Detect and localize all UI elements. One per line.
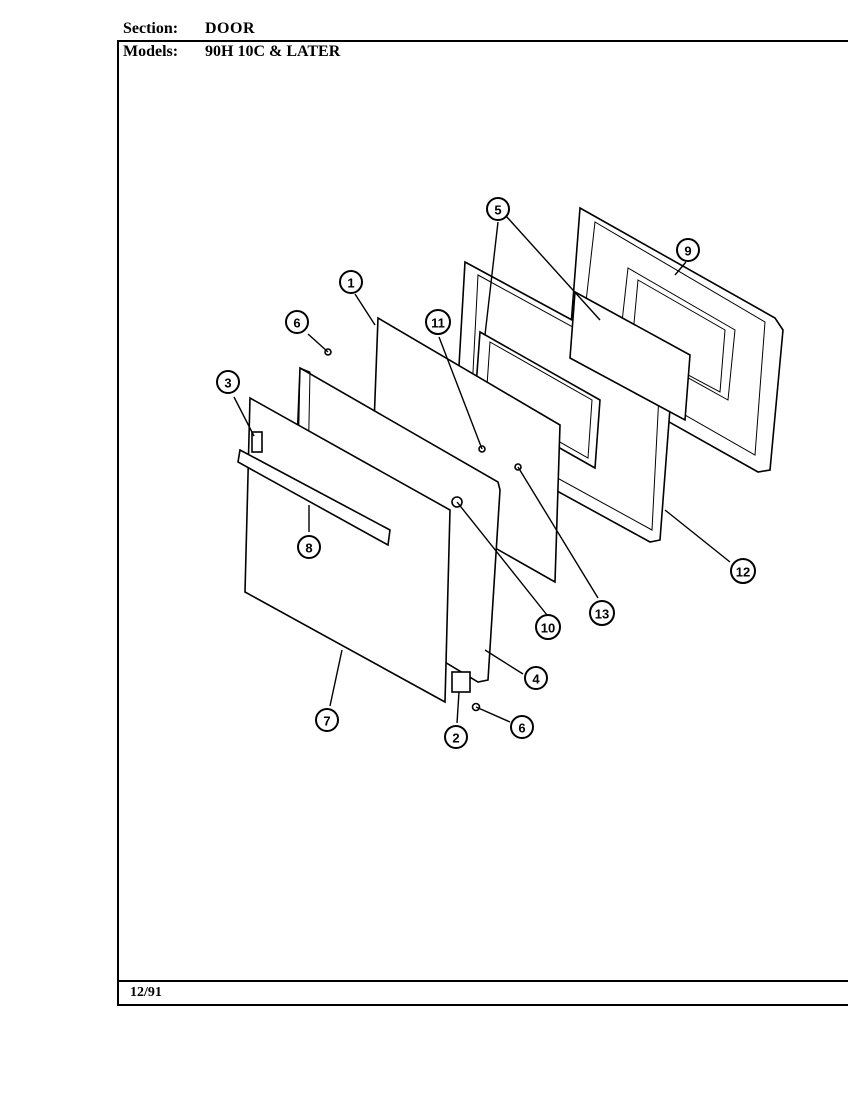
svg-text:6: 6: [293, 316, 300, 331]
header-top-rule: [117, 40, 848, 42]
callout-12: 12: [730, 558, 756, 584]
svg-text:6: 6: [518, 721, 525, 736]
frame-left-rule: [117, 40, 119, 1006]
callouts: 1 2 3 4 5 6 6 7 8 9 10 11 12 13: [216, 197, 756, 749]
callout-9: 9: [676, 238, 700, 262]
part-3-hinge: [251, 431, 263, 453]
callout-5: 5: [486, 197, 510, 221]
callout-1: 1: [339, 270, 363, 294]
callout-10: 10: [535, 614, 561, 640]
section-value: DOOR: [205, 20, 255, 37]
callout-4: 4: [524, 666, 548, 690]
callout-11: 11: [425, 309, 451, 335]
part-7-outer-panel: [237, 396, 451, 704]
svg-text:7: 7: [323, 714, 330, 729]
leader-lines: [233, 215, 731, 724]
svg-text:3: 3: [224, 376, 231, 391]
footer-bottom-rule: [117, 1004, 848, 1006]
part-5-glass-assembly: [474, 290, 691, 470]
part-8-handle: [237, 448, 391, 547]
svg-text:2: 2: [452, 731, 459, 746]
svg-text:4: 4: [532, 672, 540, 687]
svg-text:11: 11: [431, 316, 445, 331]
svg-text:13: 13: [595, 607, 609, 622]
models-value: 90H 10C & LATER: [205, 43, 341, 60]
svg-text:10: 10: [541, 621, 555, 636]
revision-date: 12/91: [130, 985, 162, 1000]
callout-7: 7: [315, 708, 339, 732]
footer-top-rule: [117, 980, 848, 982]
callout-8: 8: [297, 535, 321, 559]
svg-text:1: 1: [347, 276, 354, 291]
callout-2: 2: [444, 725, 468, 749]
callout-3: 3: [216, 370, 240, 394]
svg-text:5: 5: [494, 203, 501, 218]
callout-13: 13: [589, 600, 615, 626]
svg-text:8: 8: [305, 541, 312, 556]
section-label: Section:: [123, 20, 179, 37]
svg-text:9: 9: [684, 244, 691, 259]
callout-6-bottom: 6: [510, 715, 534, 739]
models-label: Models:: [123, 43, 179, 60]
callout-6-top: 6: [285, 310, 309, 334]
svg-text:12: 12: [736, 565, 750, 580]
